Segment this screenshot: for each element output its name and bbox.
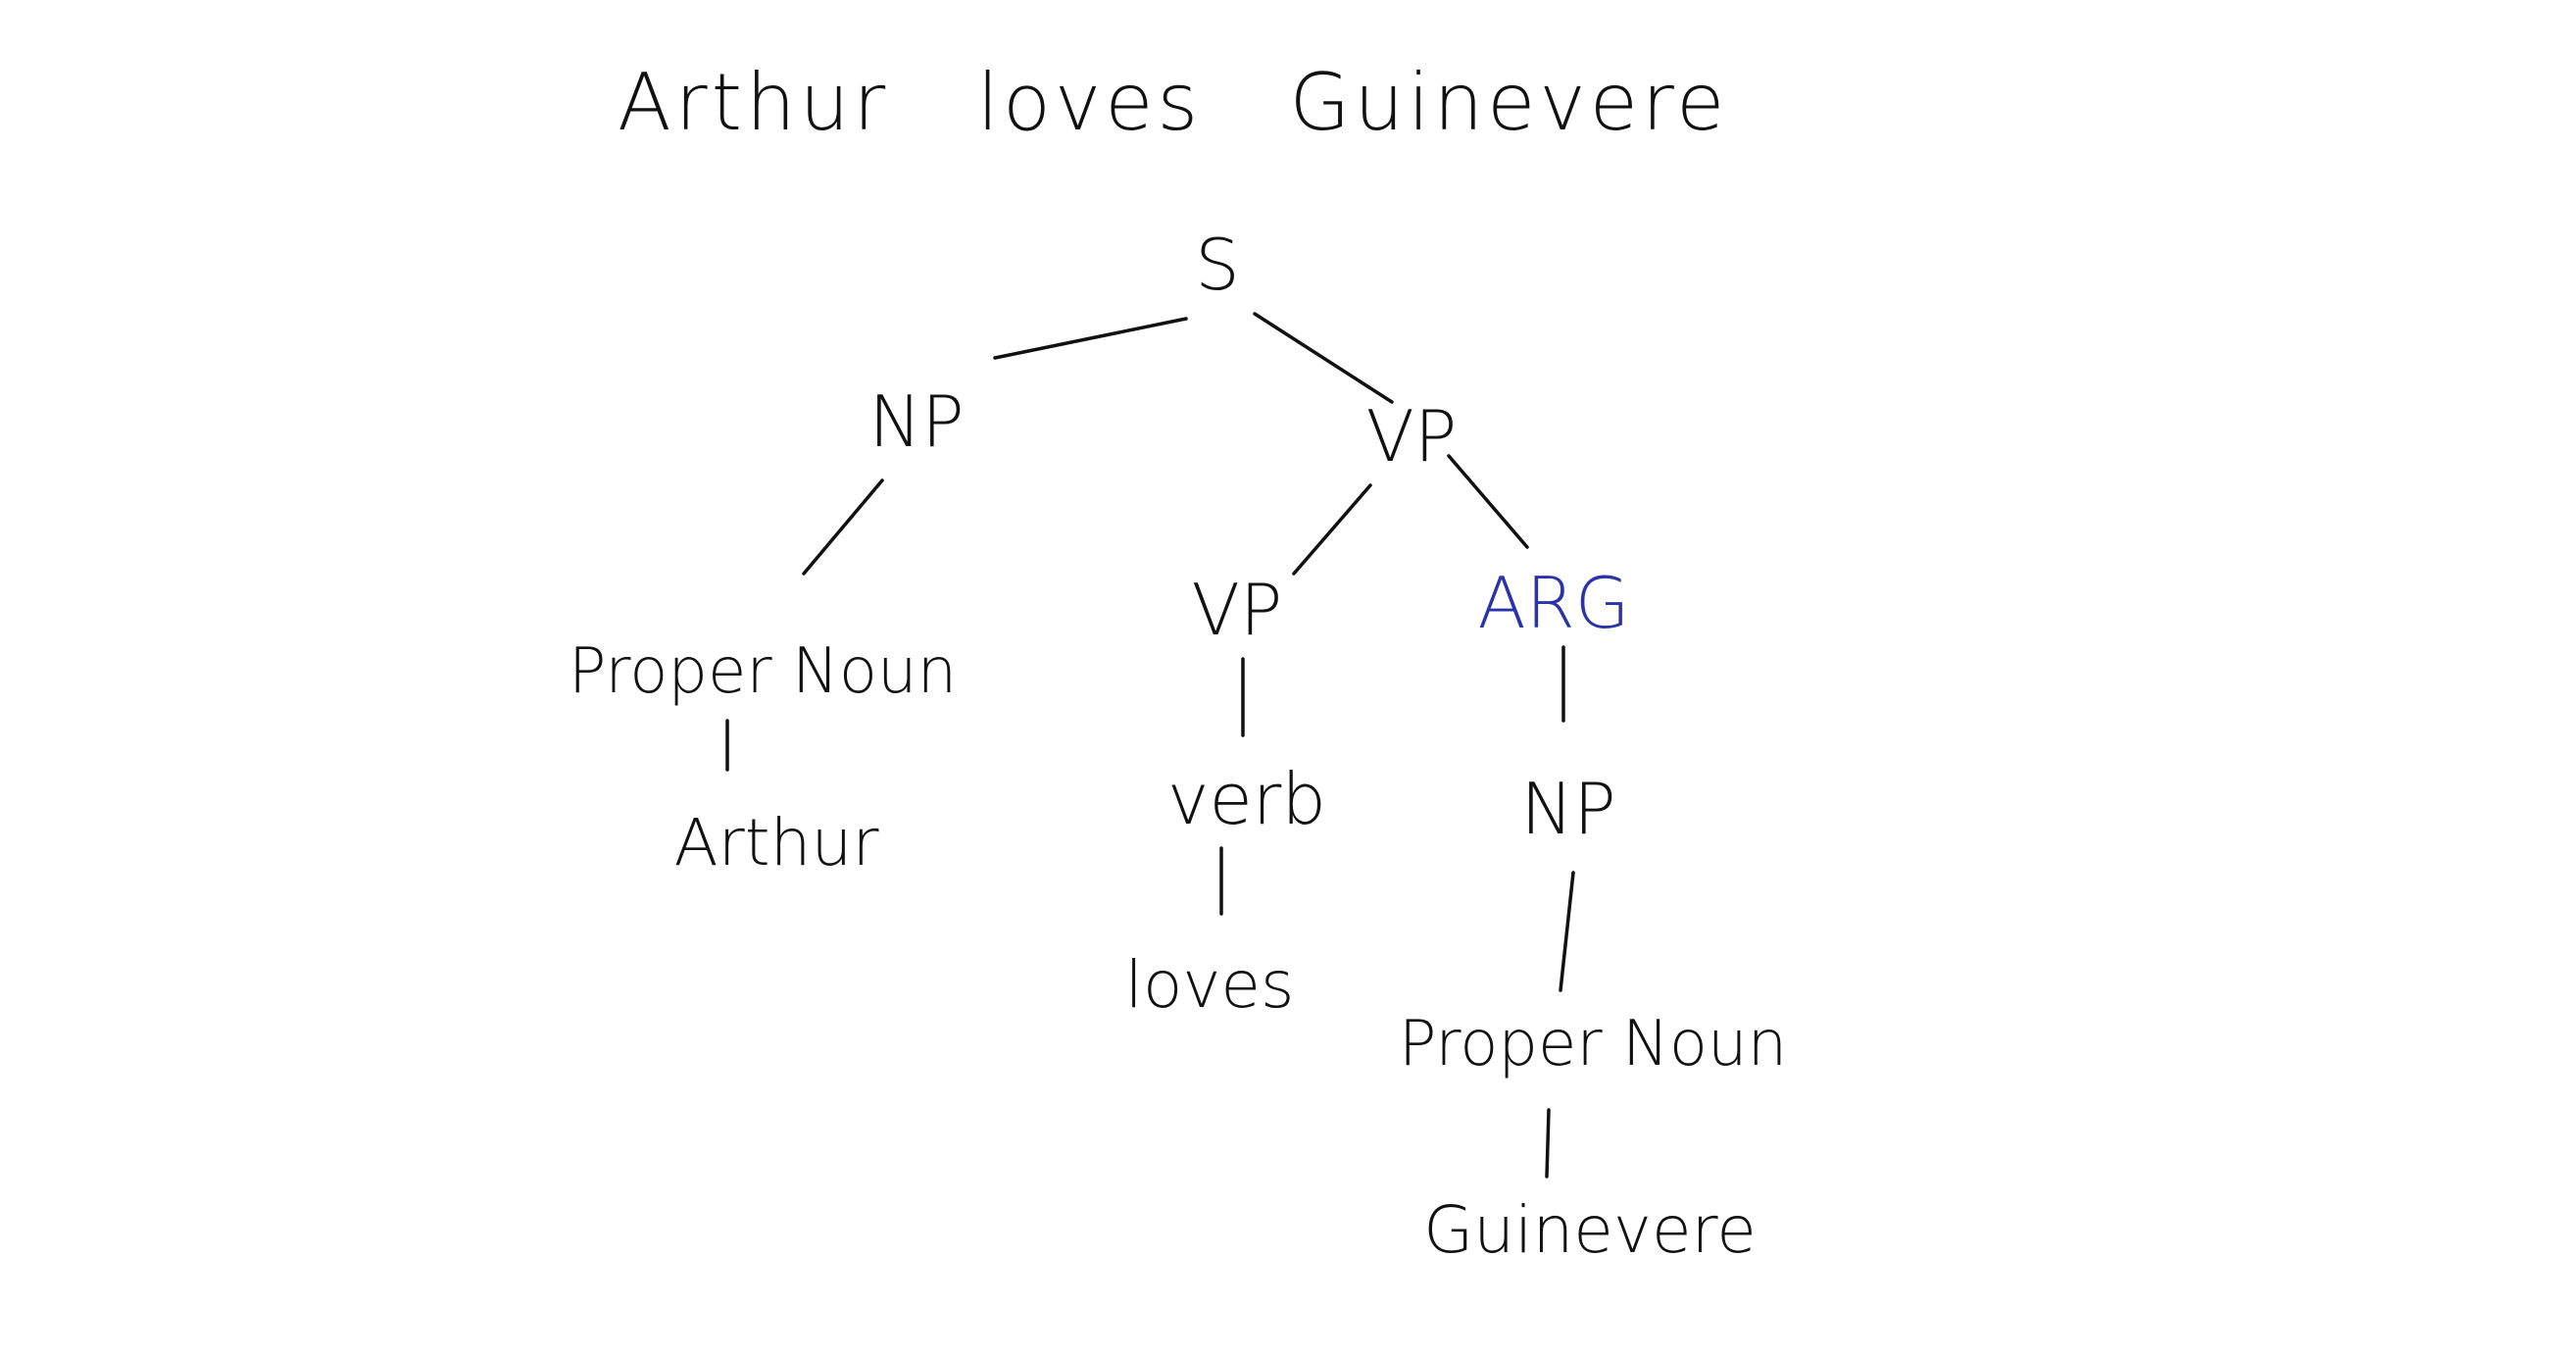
edge-np-propernoun-right	[1559, 871, 1575, 992]
node-vp-top: VP	[1365, 395, 1458, 477]
node-vp-inner: VP	[1191, 569, 1283, 651]
node-s: S	[1195, 224, 1240, 306]
node-arg: ARG	[1477, 562, 1630, 644]
node-word-loves: loves	[1124, 947, 1295, 1023]
node-proper-noun-right: Proper Noun	[1398, 1008, 1788, 1081]
edge-s-vp	[1253, 312, 1394, 404]
edge-np-propernoun	[802, 478, 884, 576]
node-np-left: NP	[868, 380, 965, 463]
node-word-guinevere: Guinevere	[1423, 1192, 1757, 1268]
node-proper-noun-left: Proper Noun	[568, 635, 958, 708]
sentence-title: Arthur loves Guinevere	[618, 57, 1729, 148]
node-word-arthur: Arthur	[673, 805, 879, 880]
node-verb: verb	[1166, 758, 1327, 840]
edge-vp-vp	[1292, 483, 1372, 576]
edge-vp-arg	[1447, 454, 1529, 549]
edge-propernoun-guinevere	[1545, 1108, 1551, 1179]
edge-s-np	[993, 317, 1188, 360]
node-np-right: NP	[1520, 768, 1616, 850]
